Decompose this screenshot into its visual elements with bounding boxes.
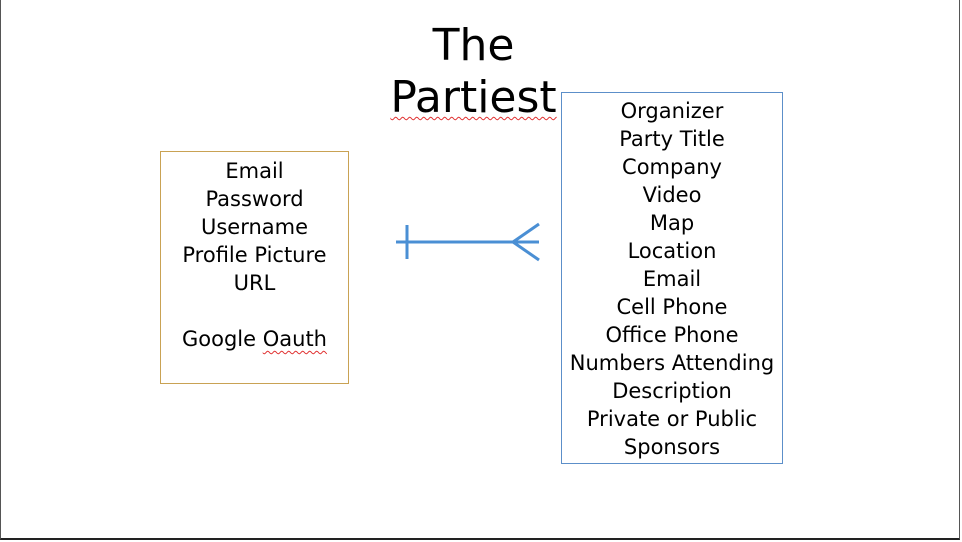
user-field-username: Username [200, 215, 309, 239]
user-field-spacer [161, 297, 348, 325]
party-field-numbers-attending: Numbers Attending [569, 351, 775, 375]
party-field-sponsors: Sponsors [623, 435, 721, 459]
relationship-connector [396, 222, 540, 262]
party-field-video: Video [642, 183, 702, 207]
party-field-location: Location [627, 239, 717, 263]
user-field-profile-picture: Profile Picture [182, 243, 327, 267]
user-entity-box: Email Password Username Profile Picture … [160, 151, 349, 384]
connector-crow-foot-top [512, 222, 540, 244]
title-line-2: Partiest [390, 72, 557, 123]
party-entity-box: Organizer Party Title Company Video Map … [561, 92, 783, 464]
slide-title: The Partiest [371, 20, 576, 124]
user-field-email: Email [225, 159, 284, 183]
auth-prefix: Google [182, 327, 263, 351]
user-field-password: Password [205, 187, 304, 211]
party-field-private-or-public: Private or Public [586, 407, 758, 431]
title-line-1: The [432, 20, 515, 71]
user-field-url: URL [233, 271, 276, 295]
party-field-office-phone: Office Phone [605, 323, 739, 347]
party-field-cell-phone: Cell Phone [616, 295, 728, 319]
party-field-map: Map [649, 211, 695, 235]
party-field-organizer: Organizer [620, 99, 724, 123]
connector-crow-foot-bottom [512, 240, 540, 262]
auth-word: Oauth [262, 327, 327, 351]
user-field-google-oauth: Google Oauth [161, 325, 348, 353]
party-field-party-title: Party Title [619, 127, 725, 151]
party-field-description: Description [612, 379, 732, 403]
party-field-email: Email [642, 267, 702, 291]
party-field-company: Company [622, 155, 722, 179]
